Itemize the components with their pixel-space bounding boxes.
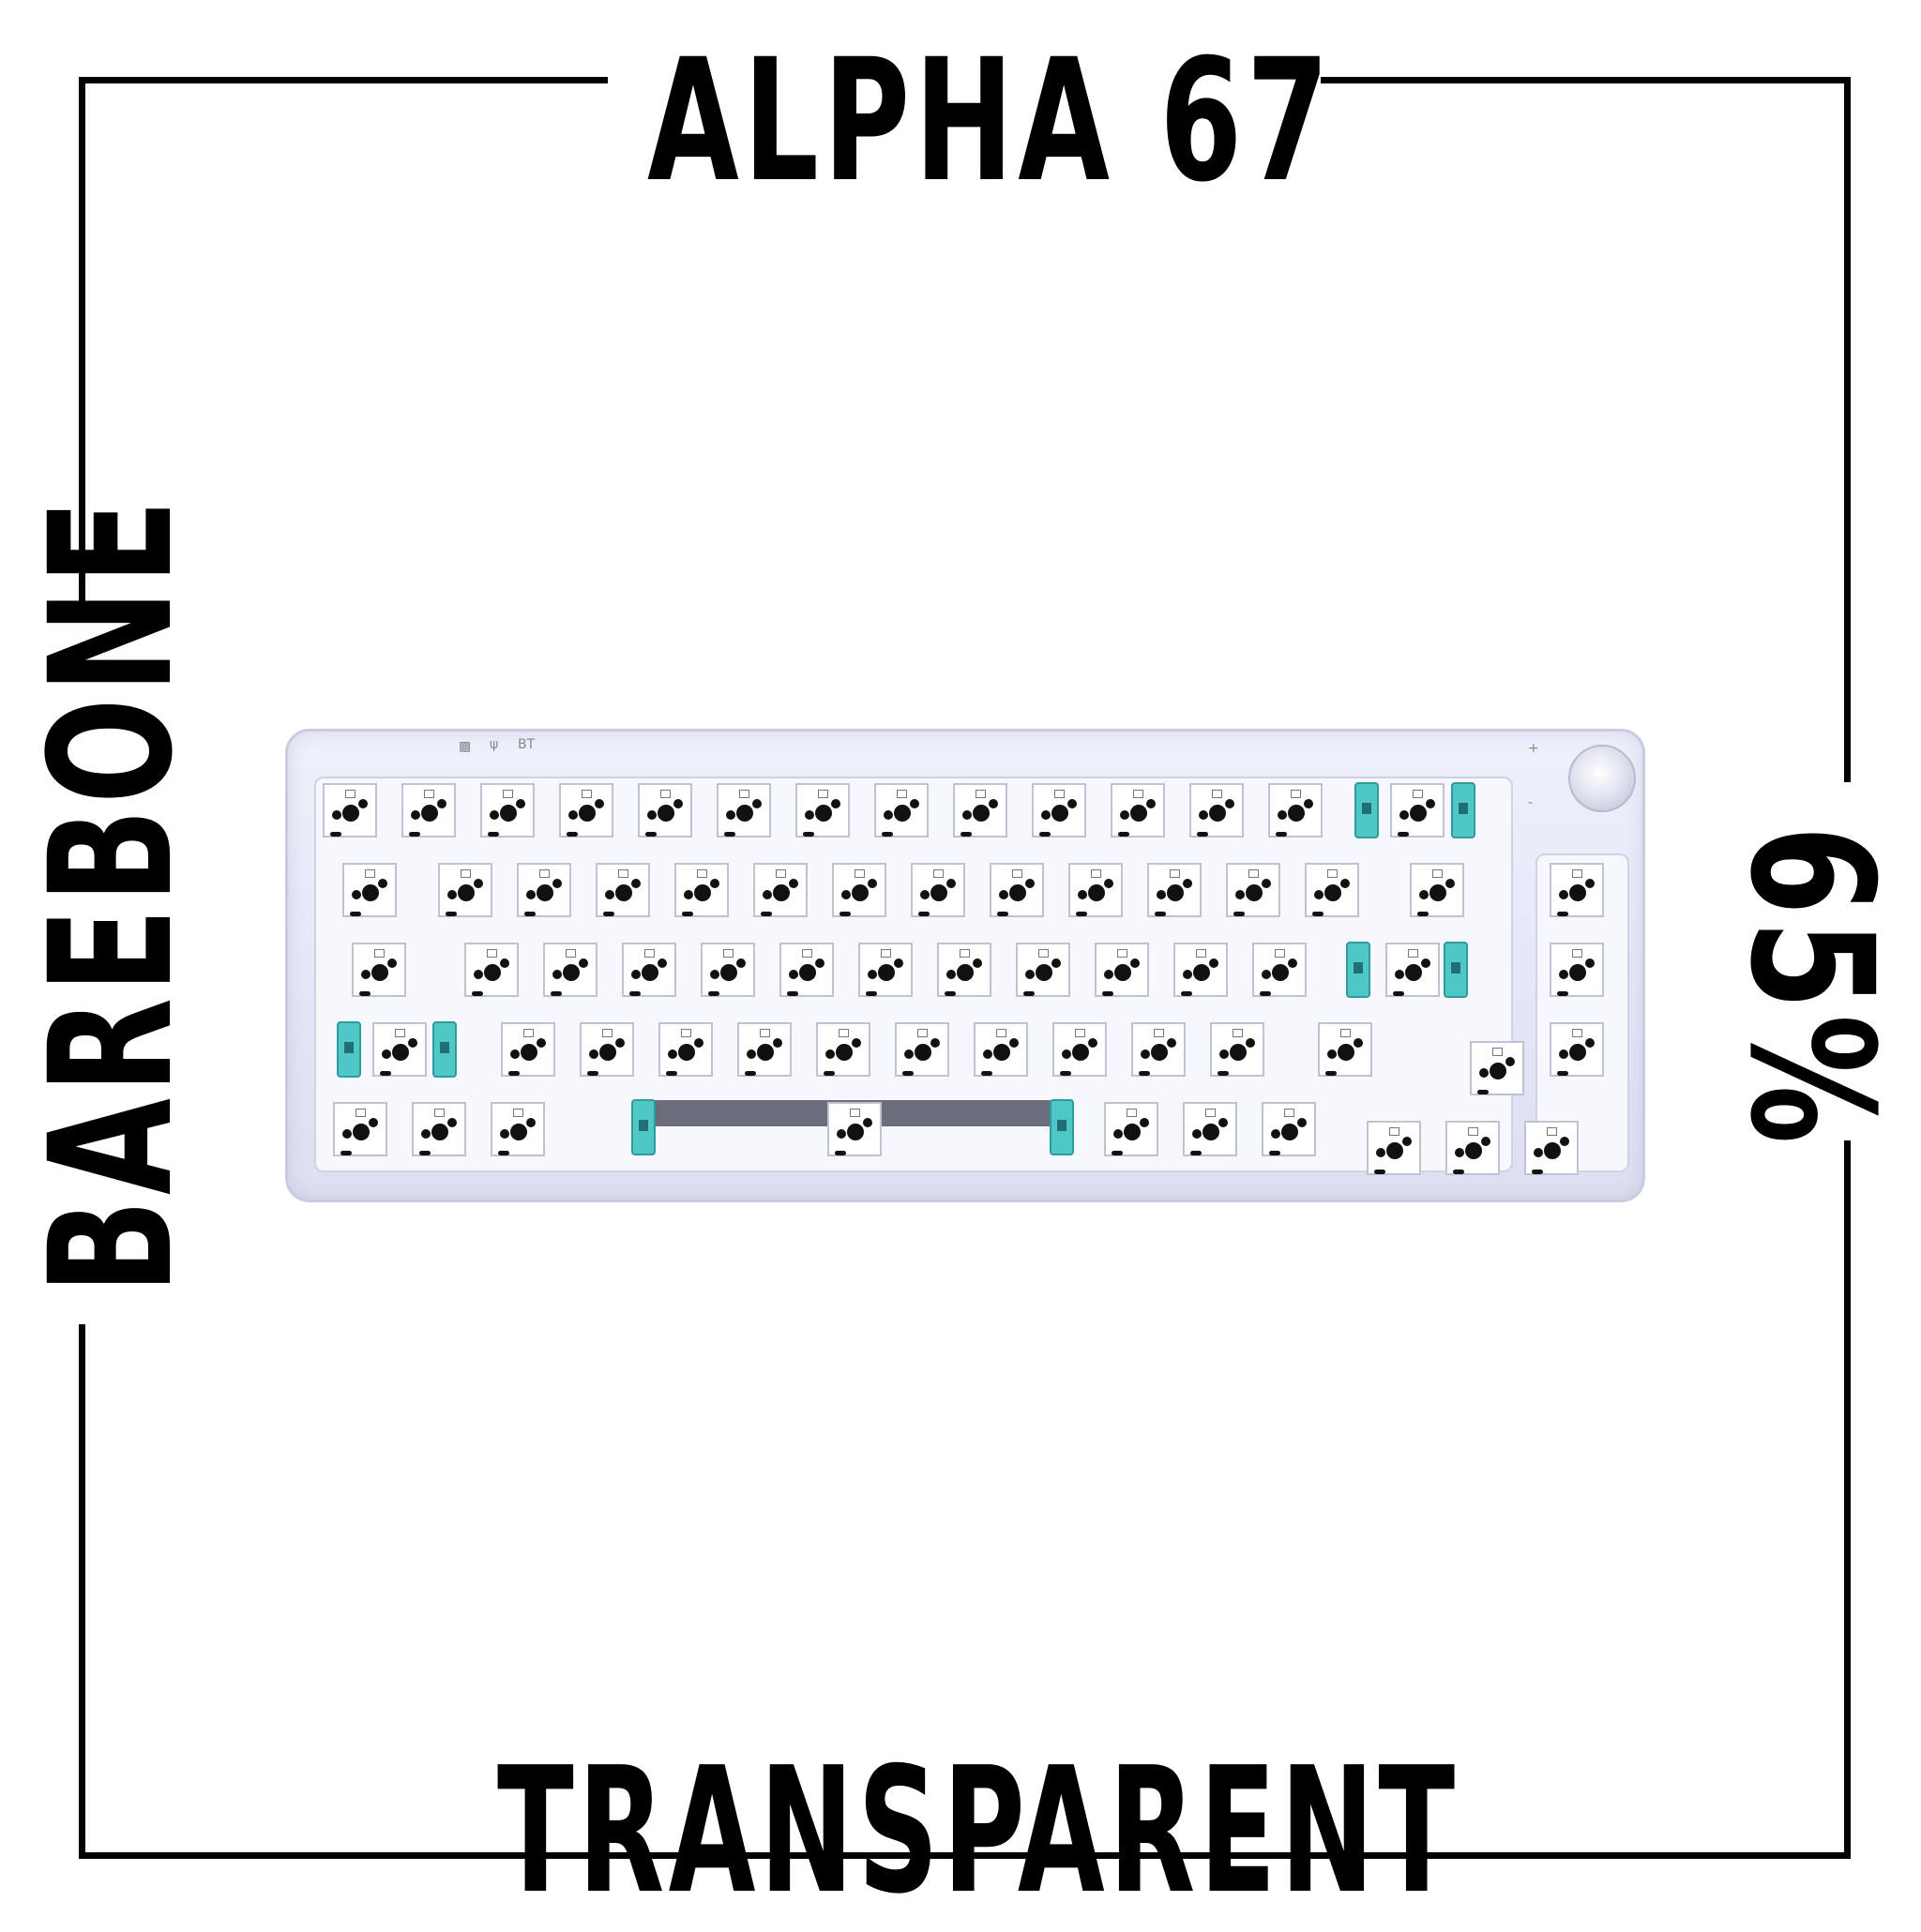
switch-socket [737, 1022, 792, 1077]
switch-socket [622, 943, 676, 997]
switch-socket [1268, 783, 1323, 838]
switch-socket [779, 943, 834, 997]
switch-socket [795, 783, 850, 838]
switch-socket [1390, 783, 1445, 838]
switch-socket [323, 783, 377, 838]
switch-socket [1305, 863, 1359, 917]
switch-socket [974, 1022, 1028, 1077]
switch-socket [1550, 863, 1604, 917]
switch-socket [1131, 1022, 1186, 1077]
switch-socket [401, 783, 456, 838]
switch-socket [1095, 943, 1149, 997]
switch-socket [674, 863, 729, 917]
size-label: 65% [1713, 825, 1909, 1149]
switch-socket [1111, 783, 1165, 838]
switch-socket [1550, 943, 1604, 997]
wireless-icon: ▩ [459, 739, 472, 754]
product-title: ALPHA 67 [647, 23, 1334, 219]
switch-socket [412, 1102, 466, 1156]
switch-socket [1173, 943, 1228, 997]
switch-socket [1226, 863, 1280, 917]
switch-socket [816, 1022, 870, 1077]
switch-socket [580, 1022, 634, 1077]
frame-top-right-line [1321, 77, 1851, 83]
switch-socket [874, 783, 929, 838]
frame-right-top-line [1844, 77, 1851, 782]
switch-socket [832, 863, 886, 917]
switch-socket [1524, 1121, 1579, 1175]
switch-socket [1410, 863, 1464, 917]
switch-socket [480, 783, 535, 838]
bluetooth-indicator: BT [518, 737, 536, 752]
transparent-label: TRANSPARENT [497, 1729, 1460, 1932]
stabilizer [337, 1021, 361, 1078]
switch-socket [858, 943, 913, 997]
switch-socket [701, 943, 755, 997]
switch-socket [1210, 1022, 1264, 1077]
stabilizer [1050, 1099, 1074, 1155]
switch-socket [501, 1022, 555, 1077]
switch-socket [1032, 783, 1086, 838]
stabilizer [1354, 782, 1379, 838]
switch-socket [1318, 1022, 1372, 1077]
switch-socket [464, 943, 519, 997]
switch-socket [372, 1022, 427, 1077]
switch-socket [937, 943, 991, 997]
switch-socket [911, 863, 965, 917]
switch-socket [333, 1102, 387, 1156]
knob-plus-mark: + [1528, 741, 1539, 756]
stabilizer [432, 1021, 457, 1078]
switch-socket [638, 783, 692, 838]
switch-socket [717, 783, 771, 838]
frame-right-bottom-line [1844, 1140, 1851, 1859]
switch-socket [438, 863, 492, 917]
switch-socket [1189, 783, 1244, 838]
switch-socket [352, 943, 406, 997]
usb-icon: ψ [490, 737, 499, 752]
switch-socket [1385, 943, 1440, 997]
switch-socket [596, 863, 650, 917]
switch-socket [517, 863, 571, 917]
knob-minus-mark: - [1528, 795, 1534, 810]
switch-socket [1262, 1102, 1316, 1156]
switch-socket [1016, 943, 1070, 997]
stabilizer [631, 1099, 656, 1155]
frame-top-left-line [79, 77, 608, 83]
frame-left-top-line [79, 77, 85, 602]
switch-socket [990, 863, 1044, 917]
stabilizer [1444, 942, 1468, 998]
switch-socket [1367, 1121, 1421, 1175]
frame-bottom-line [79, 1852, 1851, 1859]
barebone-label: BAREBONE [14, 494, 210, 1294]
keyboard-case: ▩ ψ BT + - [285, 729, 1645, 1202]
switch-socket [1470, 1041, 1524, 1095]
switch-socket [827, 1102, 882, 1156]
switch-socket [1068, 863, 1123, 917]
switch-socket [1052, 1022, 1107, 1077]
frame-left-bottom-line [79, 1324, 85, 1859]
stabilizer [1451, 782, 1475, 838]
switch-socket [543, 943, 597, 997]
switch-socket [491, 1102, 545, 1156]
switch-socket [1550, 1022, 1604, 1077]
stabilizer [1346, 942, 1370, 998]
rotary-knob[interactable] [1568, 745, 1636, 812]
switch-socket [559, 783, 613, 838]
switch-socket [753, 863, 808, 917]
switch-socket [895, 1022, 949, 1077]
switch-socket [1104, 1102, 1158, 1156]
switch-socket [342, 863, 397, 917]
switch-socket [1183, 1102, 1237, 1156]
switch-socket [1445, 1121, 1500, 1175]
switch-socket [1252, 943, 1307, 997]
switch-socket [953, 783, 1007, 838]
switch-socket [658, 1022, 713, 1077]
switch-socket [1147, 863, 1202, 917]
